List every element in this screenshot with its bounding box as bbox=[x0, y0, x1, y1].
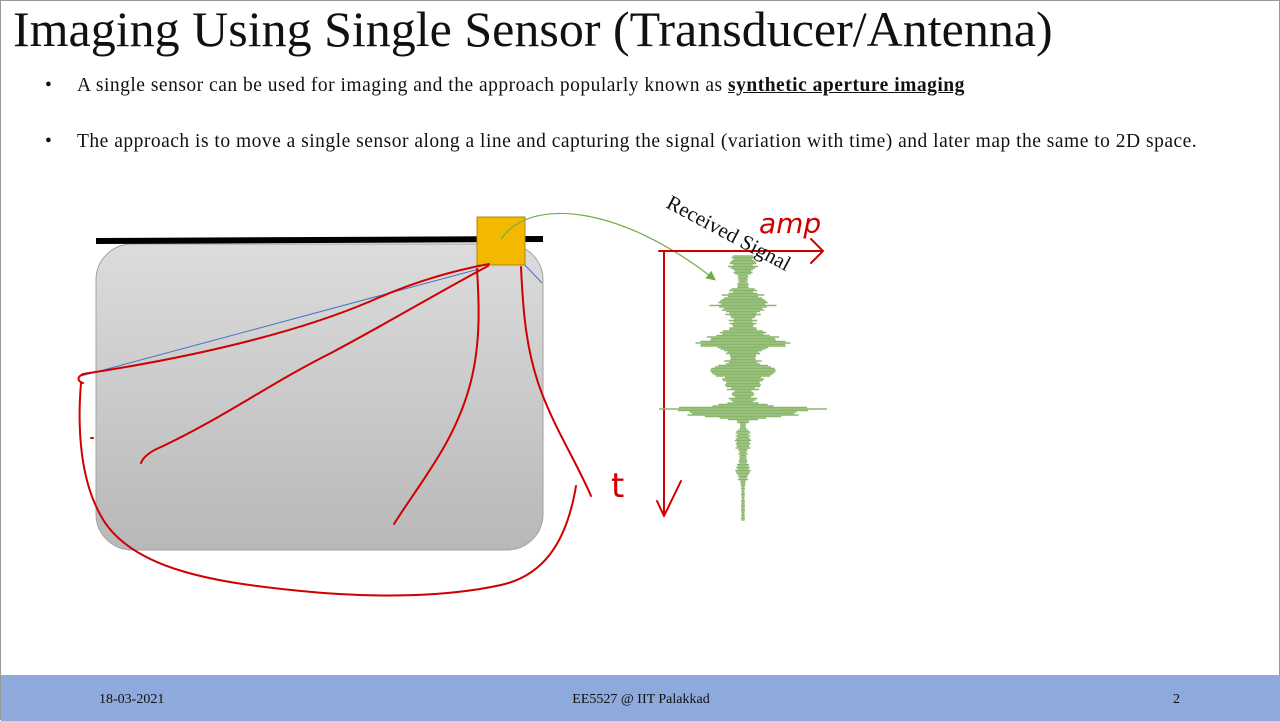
footer-date: 18-03-2021 bbox=[99, 692, 165, 707]
bullet-item: A single sensor can be used for imaging … bbox=[45, 71, 1237, 100]
ink-annotations bbox=[77, 238, 824, 597]
bullet-text: A single sensor can be used for imaging … bbox=[77, 75, 729, 96]
footer-bar: 18-03-2021 EE5527 @ IIT Palakkad 2 bbox=[1, 675, 1280, 721]
key-term: synthetic aperture imaging bbox=[728, 75, 965, 96]
footer-course: EE5527 @ IIT Palakkad bbox=[572, 692, 710, 707]
bullet-item: The approach is to move a single sensor … bbox=[45, 127, 1237, 156]
sensor-box bbox=[476, 216, 526, 266]
bullet-list: A single sensor can be used for imaging … bbox=[45, 71, 1237, 156]
slide-title: Imaging Using Single Sensor (Transducer/… bbox=[13, 1, 1053, 57]
imaging-region bbox=[95, 243, 544, 551]
amp-annotation: amp bbox=[759, 207, 821, 240]
signal-waveform bbox=[659, 255, 827, 521]
ray-line bbox=[80, 268, 480, 377]
page-number: 2 bbox=[1173, 692, 1180, 707]
t-annotation: t bbox=[611, 466, 624, 506]
ray-line bbox=[522, 262, 543, 284]
bullet-text: The approach is to move a single sensor … bbox=[77, 131, 1198, 152]
signal-arrow bbox=[500, 212, 716, 281]
scan-line bbox=[95, 236, 544, 244]
